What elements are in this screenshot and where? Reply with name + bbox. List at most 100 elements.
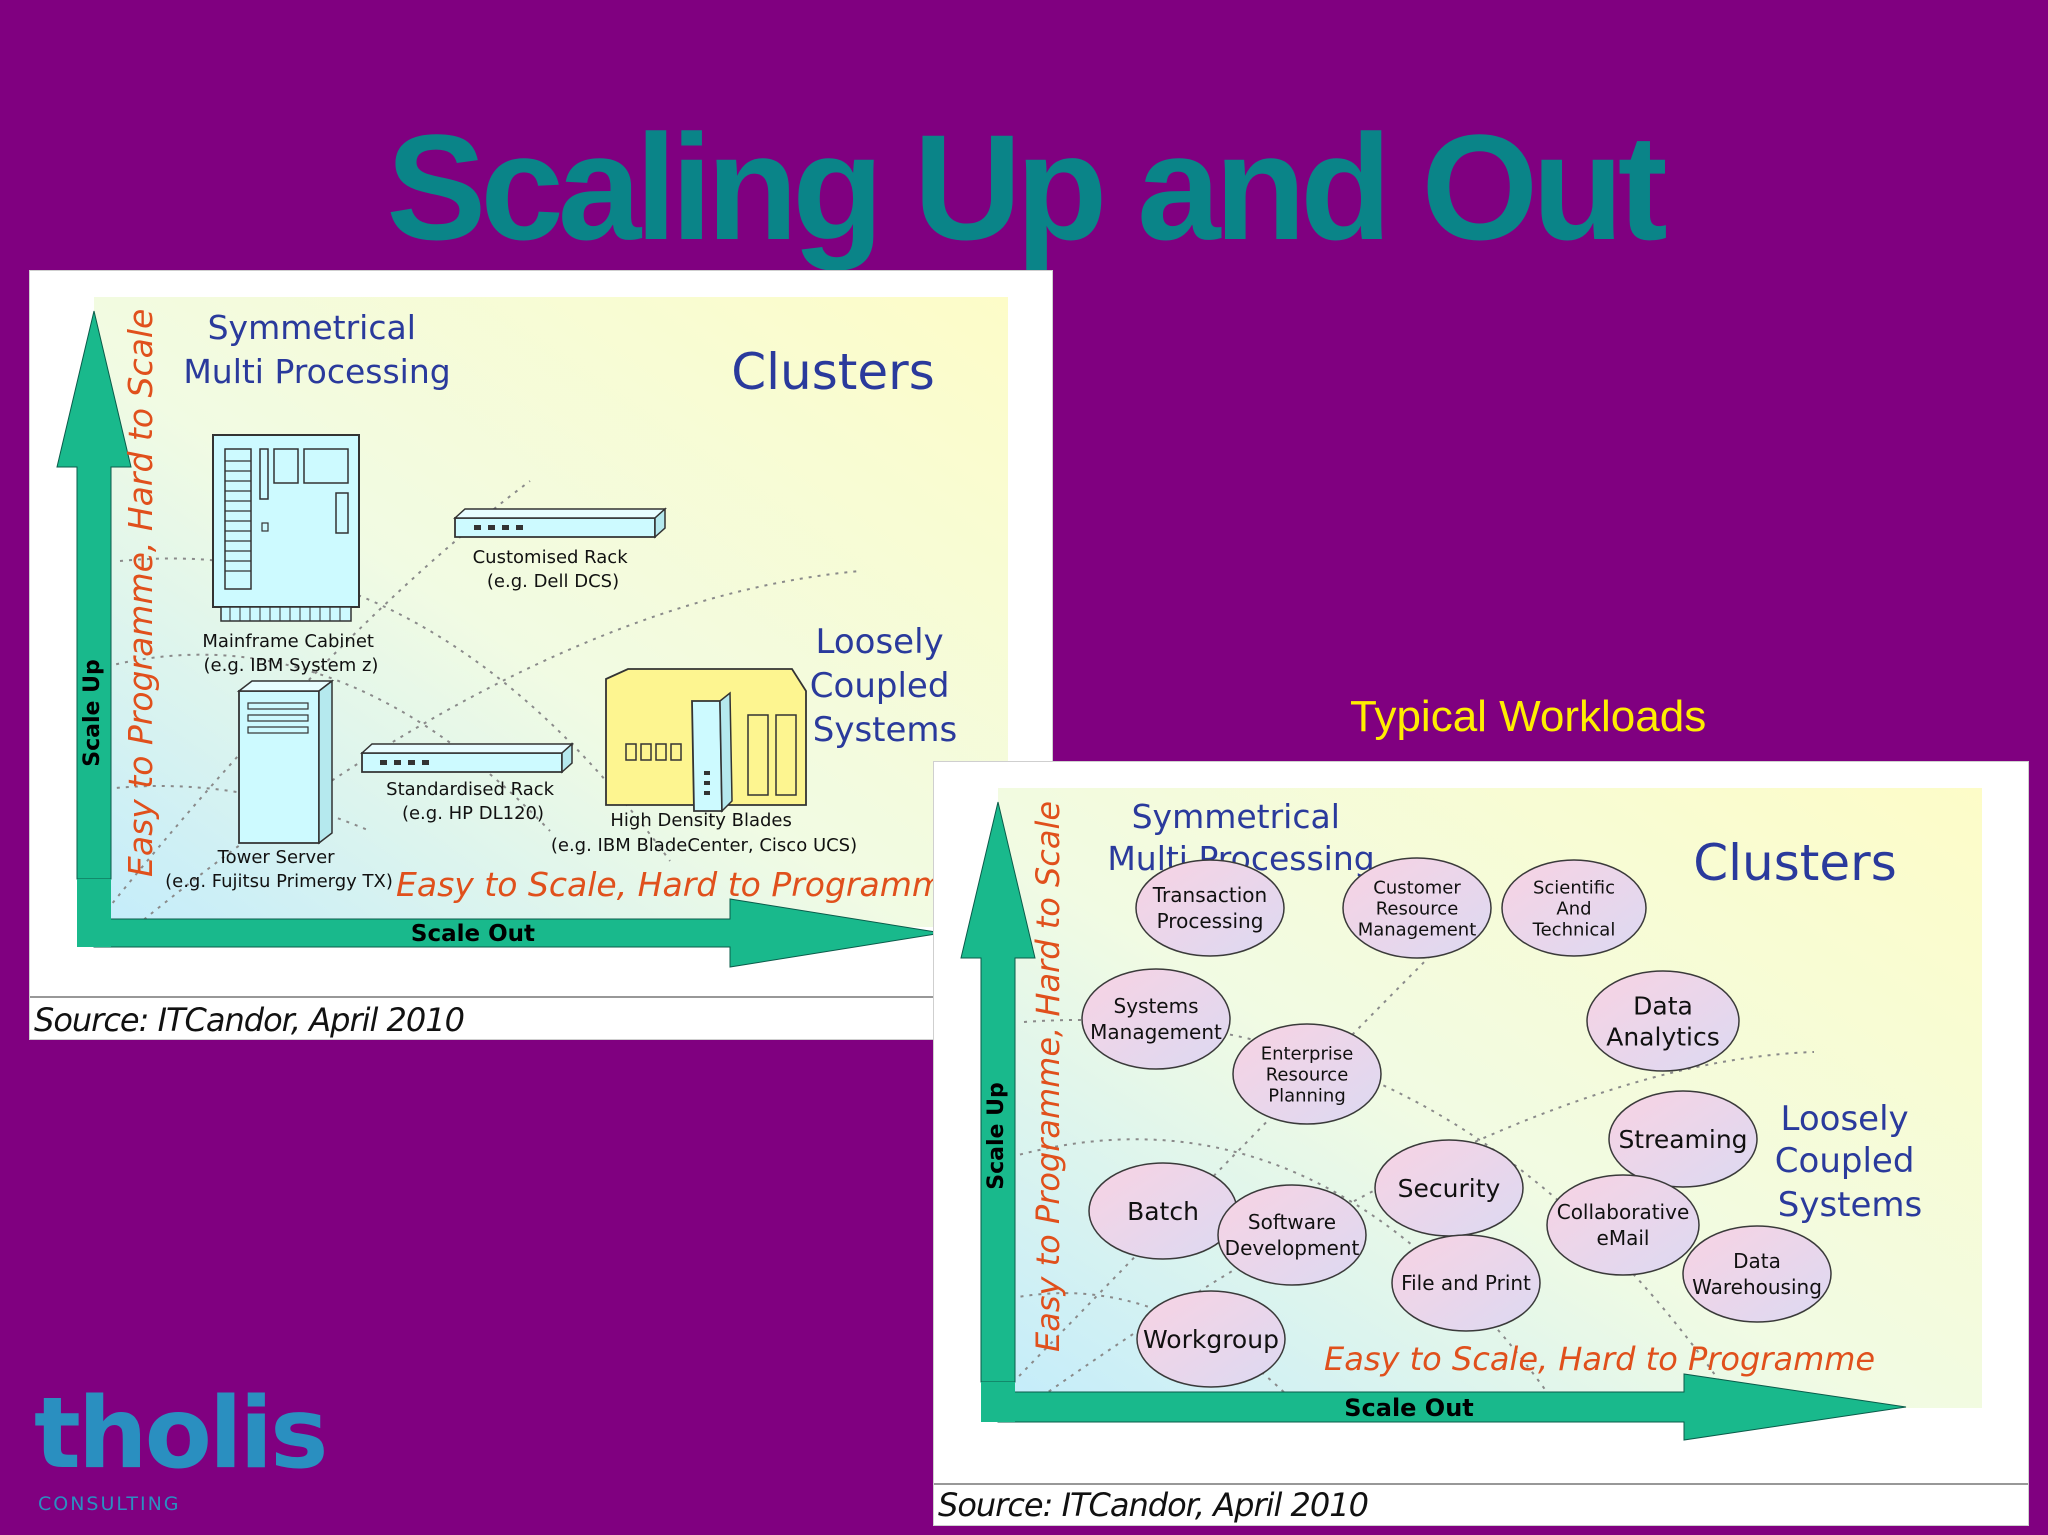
scale-out-arrow: [93, 898, 943, 968]
workload-label: Workgroup: [1143, 1325, 1279, 1354]
scale-out-arrow: [997, 1373, 1907, 1441]
workload-label-line: And: [1556, 898, 1591, 919]
workload-bubble-shape: [1217, 1184, 1367, 1286]
axis-y-label: Scale Up: [80, 659, 105, 766]
axis-x-label: Scale Out: [1344, 1394, 1474, 1422]
workload-label: Security: [1398, 1174, 1501, 1203]
workload-label-line: Systems: [1114, 994, 1199, 1018]
scale-up-arrow: [960, 801, 1036, 1383]
workload-bubble: Batch: [1088, 1162, 1238, 1260]
workload-bubble: File and Print: [1391, 1234, 1541, 1332]
clusters-label: Clusters: [1693, 834, 1897, 892]
workload-label-line: Data: [1733, 1249, 1781, 1273]
workload-label-line: File and Print: [1401, 1271, 1531, 1295]
workload-label-line: Security: [1398, 1174, 1501, 1203]
workload-bubble-shape: [1136, 1290, 1286, 1388]
workload-label-line: Processing: [1157, 909, 1264, 933]
blade-chassis-label: High Density Blades (e.g. IBM BladeCente…: [551, 810, 857, 856]
workloads-diagram: Scale Up Scale Out Easy to Programme, Ha…: [934, 788, 2028, 1485]
workload-label-line: Collaborative: [1557, 1200, 1690, 1224]
scale-up-arrow: [56, 310, 132, 880]
workload-label-line: Workgroup: [1143, 1325, 1279, 1354]
workload-bubble-shape: [1135, 859, 1285, 957]
loosely-coupled-label: Loosely Coupled Systems: [1775, 1099, 1925, 1225]
blade-chassis-icon: [605, 668, 807, 813]
axis-y-label: Scale Up: [984, 1082, 1009, 1189]
workloads-heading: Typical Workloads: [1350, 692, 1707, 741]
tower-server-label: Tower Server (e.g. Fujitsu Primergy TX): [165, 847, 393, 892]
customised-rack-label: Customised Rack (e.g. Dell DCS): [473, 547, 634, 592]
easy-to-programme-label: Easy to Programme, Hard to Scale: [121, 309, 160, 877]
workload-label-line: Technical: [1532, 919, 1616, 940]
workload-bubble-shape: [1682, 1225, 1832, 1323]
workload-bubble-shape: [1342, 857, 1492, 959]
workload-label-line: Enterprise: [1261, 1043, 1354, 1064]
logo-tagline: CONSULTING: [38, 1493, 181, 1515]
hardware-source-note: Source: ITCandor, April 2010: [34, 1001, 465, 1039]
slide-title: Scaling Up and Out: [386, 103, 1667, 271]
workload-label-line: Customer: [1373, 877, 1461, 898]
workload-bubble-shape: [1608, 1090, 1758, 1188]
axis-x-label: Scale Out: [411, 921, 535, 947]
easy-to-scale-label: Easy to Scale, Hard to Programme: [1324, 1340, 1875, 1378]
customised-rack-icon: [453, 507, 667, 539]
workloads-source-note: Source: ITCandor, April 2010: [938, 1486, 1369, 1524]
standardised-rack-icon: [360, 742, 574, 774]
scaling-curves: [89, 480, 861, 932]
workload-label: Batch: [1127, 1197, 1199, 1226]
workload-label-line: Data: [1633, 991, 1693, 1020]
loosely-coupled-label: Loosely Coupled Systems: [810, 622, 960, 750]
hardware-diagram: Scale Up Scale Out Easy to Programme, Ha…: [30, 297, 1052, 998]
workload-label: Streaming: [1618, 1125, 1747, 1154]
workload-label-line: Resource: [1376, 898, 1459, 919]
mainframe-icon: [212, 434, 360, 622]
workload-bubble-shape: [1081, 968, 1231, 1070]
workload-bubble-shape: [1501, 859, 1647, 957]
hardware-diagram-panel: Scale Up Scale Out Easy to Programme, Ha…: [29, 270, 1053, 1040]
workload-bubble: Streaming: [1608, 1090, 1758, 1188]
easy-to-programme-label: Easy to Programme, Hard to Scale: [1029, 801, 1067, 1352]
standardised-rack-label: Standardised Rack (e.g. HP DL120): [386, 779, 560, 824]
workload-label-line: Development: [1225, 1236, 1360, 1260]
workload-label-line: Batch: [1127, 1197, 1199, 1226]
workload-bubble-shape: [1232, 1023, 1382, 1125]
workload-label: File and Print: [1401, 1271, 1531, 1295]
workloads-diagram-panel: Scale Up Scale Out Easy to Programme, Ha…: [933, 761, 2029, 1526]
workload-label-line: Planning: [1268, 1085, 1346, 1106]
workload-label-line: Analytics: [1606, 1022, 1720, 1051]
clusters-label: Clusters: [731, 343, 935, 401]
workload-label-line: Streaming: [1618, 1125, 1747, 1154]
workload-label-line: Software: [1248, 1210, 1336, 1234]
tholis-logo: tholis: [34, 1377, 328, 1491]
workload-bubble-shape: [1391, 1234, 1541, 1332]
workload-bubble: Security: [1374, 1139, 1524, 1237]
smp-label: Symmetrical Multi Processing: [183, 308, 450, 391]
workload-label-line: Transaction: [1152, 883, 1267, 907]
mainframe-label: Mainframe Cabinet (e.g. IBM System z): [202, 631, 379, 676]
easy-to-scale-label: Easy to Scale, Hard to Programme: [396, 865, 964, 904]
workload-label-line: Scientific: [1533, 877, 1615, 898]
tower-server-icon: [236, 679, 335, 845]
workload-label-line: Resource: [1266, 1064, 1349, 1085]
workload-label-line: Warehousing: [1692, 1275, 1822, 1299]
workload-bubble-shape: [1546, 1174, 1700, 1276]
